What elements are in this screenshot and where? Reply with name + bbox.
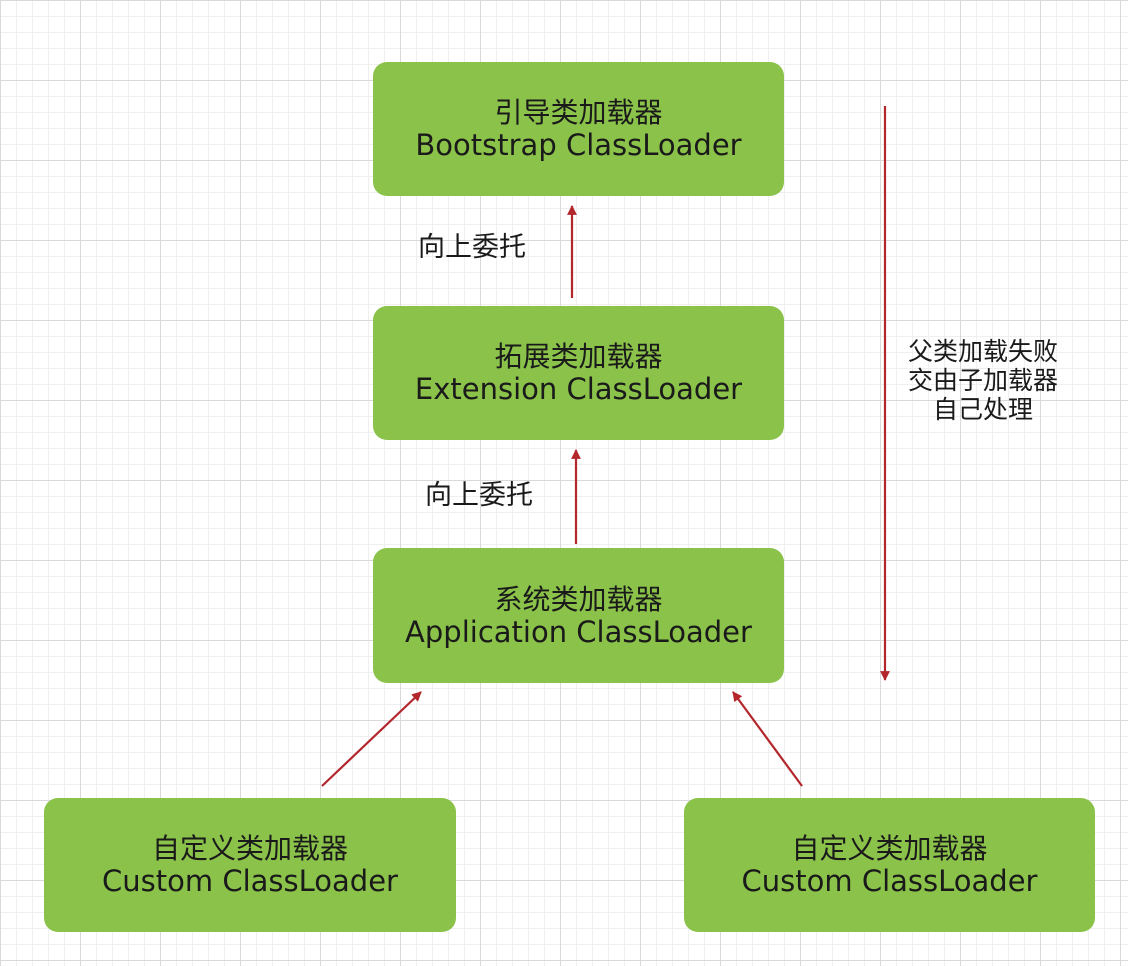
node-bootstrap-en-label: Bootstrap ClassLoader xyxy=(415,128,742,162)
node-application-cn-label: 系统类加载器 xyxy=(494,582,663,616)
node-extension-cn-label: 拓展类加载器 xyxy=(494,340,663,373)
node-custom-right-en-label: Custom ClassLoader xyxy=(741,864,1038,898)
node-custom-left-en-label: Custom ClassLoader xyxy=(102,864,398,898)
arrow-custom-right-to-application xyxy=(732,691,803,787)
node-custom-classloader-right: 自定义类加载器 Custom ClassLoader xyxy=(684,798,1095,932)
node-custom-left-cn-label: 自定义类加载器 xyxy=(151,832,348,865)
node-custom-classloader-left: 自定义类加载器 Custom ClassLoader xyxy=(44,798,456,932)
fallback-line-3: 自己处理 xyxy=(932,395,1033,424)
fallback-line-2: 交由子加载器 xyxy=(907,366,1058,395)
edge-label-delegate-up-1: 向上委托 xyxy=(418,232,526,263)
node-extension-classloader: 拓展类加载器 Extension ClassLoader xyxy=(373,306,784,440)
node-custom-right-cn-label: 自定义类加载器 xyxy=(791,832,988,865)
node-bootstrap-cn-label: 引导类加载器 xyxy=(494,96,663,129)
node-application-classloader: 系统类加载器 Application ClassLoader xyxy=(373,548,784,683)
fallback-line-1: 父类加载失败 xyxy=(907,337,1058,366)
node-bootstrap-classloader: 引导类加载器 Bootstrap ClassLoader xyxy=(373,62,784,196)
edge-label-parent-fail-fallback: 父类加载失败 交由子加载器 自己处理 xyxy=(888,337,1078,424)
node-extension-en-label: Extension ClassLoader xyxy=(414,372,743,406)
node-application-en-label: Application ClassLoader xyxy=(405,614,752,649)
edge-label-delegate-up-2: 向上委托 xyxy=(425,480,533,511)
arrow-custom-left-to-application xyxy=(321,691,422,787)
